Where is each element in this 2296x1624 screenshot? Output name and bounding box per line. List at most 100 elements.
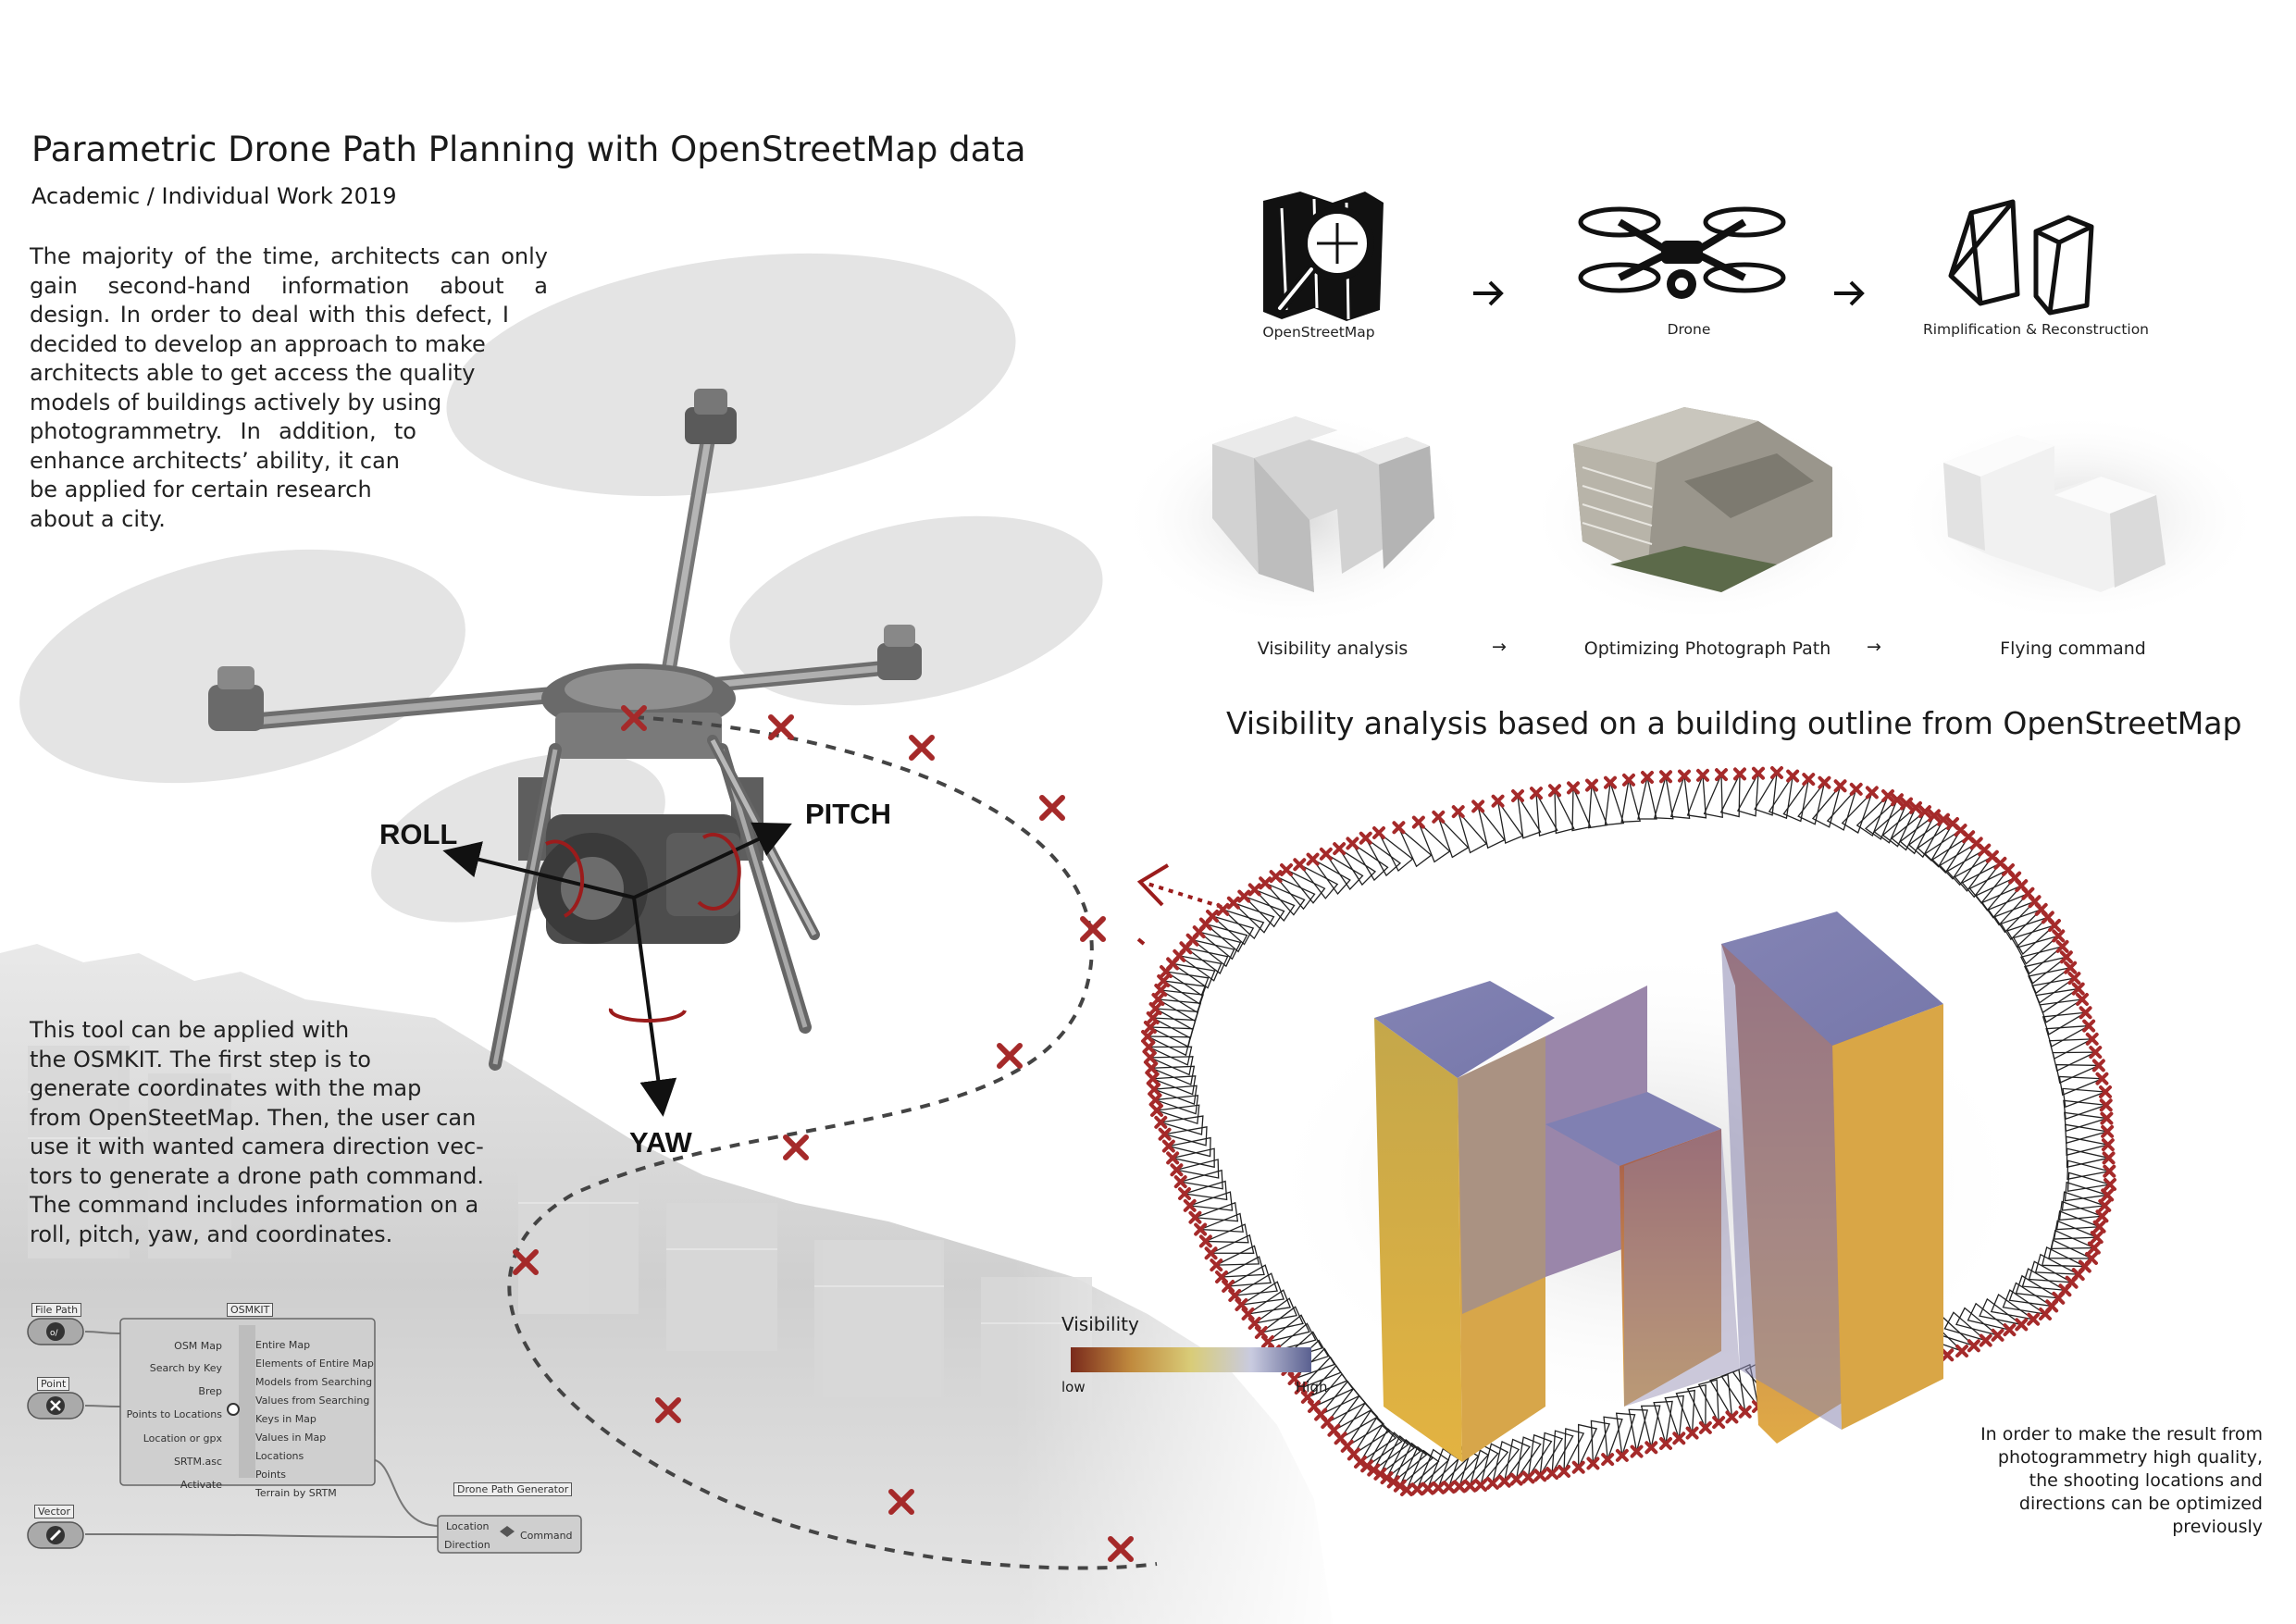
camera-marker — [1421, 1481, 1434, 1495]
camera-frustum — [2055, 1210, 2100, 1231]
camera-marker — [1474, 1479, 1487, 1492]
gh-osmkit-title: OSMKIT — [227, 1303, 274, 1317]
camera-marker — [1601, 1453, 1615, 1467]
camera-marker — [1725, 1410, 1739, 1424]
camera-frustum — [1517, 795, 1542, 839]
camera-marker — [1300, 1391, 1314, 1404]
camera-frustum — [1603, 1416, 1623, 1460]
camera-marker — [1306, 852, 1320, 866]
camera-marker — [1198, 1234, 1212, 1248]
camera-frustum — [2065, 1135, 2109, 1157]
camera-marker — [2027, 1312, 2041, 1326]
camera-frustum — [1254, 1297, 1297, 1324]
intro-line: models of buildings actively by using — [30, 389, 442, 415]
camera-marker — [1928, 809, 1941, 823]
camera-frustum — [1254, 888, 1296, 923]
gh-osmkit-output: Keys in Map — [255, 1413, 316, 1425]
camera-marker — [1360, 1459, 1374, 1473]
camera-frustum — [1285, 869, 1326, 904]
gh-osmkit-input: Location or gpx — [143, 1432, 222, 1444]
visibility-gradient-bar — [1071, 1347, 1311, 1372]
step-arrow: → — [1492, 637, 1507, 657]
camera-frustum — [1215, 1245, 1260, 1266]
dotted-arrow — [1136, 863, 1222, 946]
camera-frustum — [1221, 1256, 1265, 1278]
camera-marker — [2015, 1318, 2029, 1332]
step-arrow: → — [1867, 637, 1881, 657]
point-component[interactable] — [27, 1392, 84, 1419]
camera-frustum — [2048, 1038, 2093, 1060]
note-line: the shooting locations and — [2029, 1470, 2263, 1491]
camera-marker — [2100, 1111, 2114, 1125]
camera-frustum — [1640, 1405, 1661, 1448]
camera-frustum — [1184, 1180, 1228, 1201]
camera-marker — [1269, 870, 1283, 884]
camera-frustum — [1754, 772, 1778, 816]
camera-frustum — [1233, 902, 1275, 934]
camera-marker — [1346, 837, 1359, 850]
file-path-component[interactable]: o/ — [27, 1318, 84, 1345]
camera-marker — [1372, 826, 1385, 839]
camera-frustum — [2061, 1191, 2105, 1211]
camera-frustum — [2050, 1229, 2095, 1250]
camera-marker — [1287, 1372, 1301, 1385]
camera-frustum — [1385, 1438, 1421, 1479]
camera-marker — [2092, 1220, 2106, 1233]
camera-frustum — [1338, 848, 1377, 886]
camera-marker — [1615, 1448, 1629, 1462]
camera-marker — [2095, 1209, 2109, 1223]
camera-marker — [1622, 773, 1635, 787]
camera-marker — [1146, 1011, 1160, 1024]
gh-osmkit-output: Locations — [255, 1450, 304, 1462]
camera-frustum — [1841, 791, 1873, 834]
gh-drone-input-location: Location — [446, 1520, 490, 1532]
drone-path-generator-component[interactable] — [437, 1515, 582, 1554]
camera-marker — [2067, 972, 2081, 986]
camera-frustum — [1653, 1400, 1673, 1444]
camera-marker — [1955, 1345, 1968, 1357]
camera-marker — [1261, 1335, 1274, 1348]
camera-frustum — [2035, 987, 2079, 1014]
h-block-render — [1129, 407, 1471, 629]
gh-osmkit-output: Values from Searching — [255, 1395, 370, 1407]
camera-frustum — [1782, 778, 1809, 823]
gh-file-path-title: File Path — [31, 1303, 82, 1317]
camera-marker — [1170, 1163, 1184, 1177]
camera-marker — [1530, 787, 1543, 800]
camera-frustum — [1379, 1434, 1416, 1475]
camera-frustum — [1615, 1412, 1636, 1457]
vector-component[interactable] — [27, 1521, 84, 1549]
camera-marker — [1400, 1483, 1413, 1496]
camera-marker — [1148, 1002, 1162, 1015]
camera-marker — [1432, 810, 1446, 824]
intro-line: about a city. — [30, 505, 166, 532]
intro-line: The majority of the time, architects can… — [30, 243, 548, 269]
camera-marker — [1154, 1115, 1168, 1129]
camera-marker — [2102, 1151, 2116, 1165]
camera-frustum — [1160, 1115, 1204, 1135]
camera-marker — [1373, 1467, 1387, 1481]
photogrammetry-render — [1527, 407, 1879, 625]
camera-marker — [1548, 784, 1561, 798]
camera-frustum — [2023, 956, 2067, 985]
gh-osmkit-output: Models from Searching — [255, 1376, 373, 1388]
camera-frustum — [1826, 788, 1857, 831]
camera-frustum — [1275, 875, 1316, 911]
legend-high-label: High — [1296, 1379, 1328, 1395]
camera-frustum — [1664, 1395, 1684, 1439]
camera-frustum — [1273, 1322, 1317, 1352]
tool-line: use it with wanted camera direction vec- — [30, 1134, 484, 1159]
camera-marker — [1141, 1030, 1154, 1043]
camera-marker — [1151, 993, 1165, 1006]
step-optimizing-path: Optimizing Photograph Path — [1583, 638, 1831, 659]
camera-marker — [1941, 1348, 1955, 1362]
camera-marker — [1738, 1405, 1752, 1419]
camera-frustum — [1620, 779, 1642, 823]
camera-marker — [1463, 1479, 1477, 1493]
step-visibility-analysis: Visibility analysis — [1257, 638, 1409, 659]
tool-line: roll, pitch, yaw, and coordinates. — [30, 1221, 393, 1247]
osmkit-component[interactable] — [119, 1318, 376, 1486]
camera-marker — [1585, 778, 1598, 792]
icon-caption-drone: Drone — [1667, 321, 1711, 338]
camera-marker — [2064, 961, 2078, 974]
